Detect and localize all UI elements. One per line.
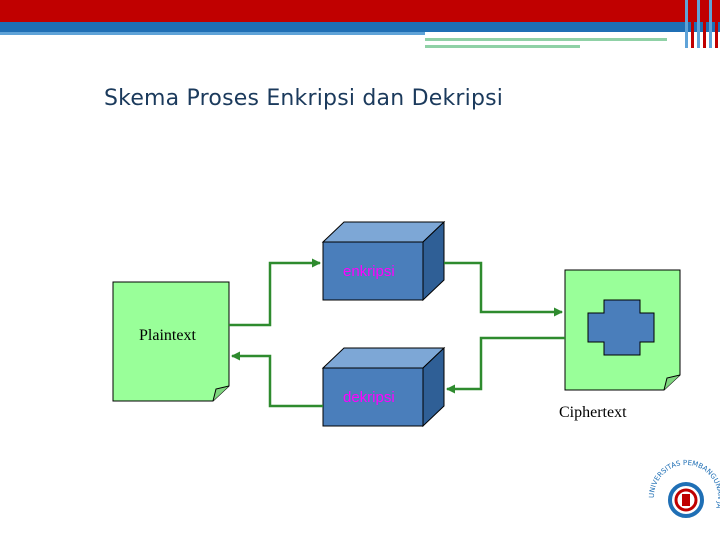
header-blue-bar — [0, 22, 720, 32]
encrypt-box-label: enkripsi — [343, 263, 395, 280]
arrow-decrypt-to-plaintext — [231, 351, 323, 408]
page-title: Skema Proses Enkripsi dan Dekripsi — [104, 86, 504, 111]
encrypt-box: enkripsi — [321, 220, 446, 302]
ciphertext-label: Ciphertext — [559, 404, 627, 421]
plaintext-label: Plaintext — [139, 327, 196, 344]
plaintext-document: Plaintext — [112, 281, 230, 402]
cross-shape-icon — [587, 299, 655, 356]
header-stripes — [685, 0, 718, 48]
header-accent-line-lower — [425, 45, 580, 48]
header-accent-line — [425, 38, 667, 41]
decrypt-box-label: dekripsi — [343, 389, 395, 406]
arrow-plaintext-to-encrypt — [229, 258, 321, 327]
header-lightblue-bar — [0, 32, 425, 35]
arrow-ciphertext-to-decrypt — [446, 336, 565, 394]
decrypt-box: dekripsi — [321, 346, 446, 428]
ciphertext-document — [564, 269, 681, 391]
arrow-encrypt-to-ciphertext — [444, 261, 563, 317]
header-red-bar — [0, 0, 720, 22]
